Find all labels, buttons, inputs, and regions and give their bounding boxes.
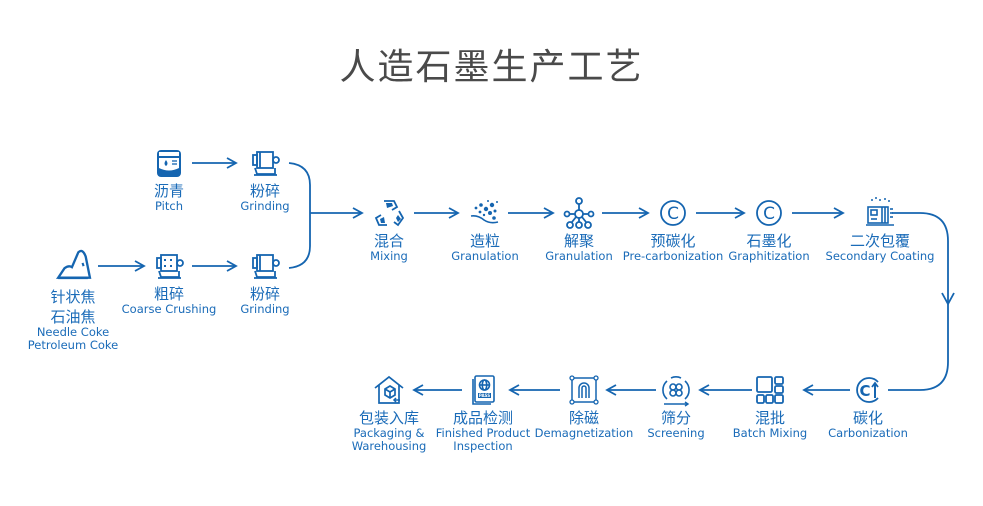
label-zh: 混批 bbox=[754, 409, 785, 427]
label-zh: 沥青 bbox=[153, 182, 184, 200]
grinder-icon bbox=[252, 254, 280, 279]
magnet-icon bbox=[569, 375, 599, 405]
svg-text:PASS: PASS bbox=[479, 393, 490, 398]
node-demagnetization: 除磁 Demagnetization bbox=[529, 373, 639, 440]
label-en: Grinding bbox=[240, 302, 290, 316]
label-zh: 解聚 bbox=[563, 232, 594, 250]
label-en: Warehousing bbox=[351, 439, 427, 453]
label-en: Needle Coke bbox=[36, 325, 110, 339]
label-zh: 除磁 bbox=[568, 409, 599, 427]
carbon-up-icon: C bbox=[856, 377, 879, 403]
label-en: Granulation bbox=[545, 249, 613, 263]
label-zh: 混合 bbox=[373, 232, 404, 250]
label-zh: 筛分 bbox=[660, 409, 691, 427]
label-zh: 石墨化 bbox=[746, 232, 792, 250]
label-zh: 二次包覆 bbox=[849, 232, 910, 250]
label-en: Carbonization bbox=[828, 426, 908, 440]
label-en: Mixing bbox=[370, 249, 408, 263]
label-en: Coarse Crushing bbox=[121, 302, 217, 316]
recycle-icon bbox=[374, 200, 405, 227]
label-en: Finished Product bbox=[435, 426, 531, 440]
node-needle-coke: 针状焦 石油焦 Needle Coke Petroleum Coke bbox=[18, 246, 128, 352]
label-zh: 石油焦 bbox=[50, 308, 96, 326]
svg-text:C: C bbox=[859, 382, 870, 400]
label-en: Grinding bbox=[240, 199, 290, 213]
label-zh: 碳化 bbox=[852, 409, 883, 427]
mountain-icon bbox=[56, 249, 92, 280]
label-zh: 粉碎 bbox=[249, 285, 280, 303]
label-zh: 成品检测 bbox=[452, 409, 513, 427]
node-grinding-bottom: 粉碎 Grinding bbox=[210, 249, 320, 316]
node-carbonization: C 碳化 Carbonization bbox=[813, 373, 923, 440]
node-graphitization: C 石墨化 Graphitization bbox=[714, 196, 824, 263]
arrow-down-head bbox=[941, 292, 955, 306]
coating-machine-icon bbox=[866, 197, 894, 226]
grinder-icon bbox=[252, 151, 280, 176]
label-en: Petroleum Coke bbox=[27, 338, 119, 352]
label-en: Pitch bbox=[155, 199, 183, 213]
node-inspection: PASS 成品检测 Finished Product Inspection bbox=[428, 373, 538, 453]
node-secondary-coating: 二次包覆 Secondary Coating bbox=[813, 196, 947, 263]
node-deagglomeration: 解聚 Granulation bbox=[524, 196, 634, 263]
sieve-icon bbox=[662, 376, 690, 407]
label-en: Pre-carbonization bbox=[622, 249, 724, 263]
label-zh: 造粒 bbox=[469, 232, 500, 250]
label-zh: 预碳化 bbox=[650, 232, 696, 250]
passport-icon: PASS bbox=[472, 375, 495, 405]
molecule-icon bbox=[563, 197, 595, 229]
node-batch-mixing: 混批 Batch Mixing bbox=[715, 373, 825, 440]
label-en: Batch Mixing bbox=[732, 426, 808, 440]
label-zh: 粗碎 bbox=[153, 285, 184, 303]
svg-text:C: C bbox=[667, 204, 679, 224]
node-grinding-top: 粉碎 Grinding bbox=[210, 146, 320, 213]
label-en: Demagnetization bbox=[534, 426, 634, 440]
carbon-icon: C bbox=[660, 200, 686, 226]
label-en: Secondary Coating bbox=[825, 249, 935, 263]
node-screening: 筛分 Screening bbox=[621, 373, 731, 440]
label-en: Packaging & bbox=[353, 426, 425, 440]
label-zh: 包装入库 bbox=[358, 409, 419, 427]
node-coarse-crushing: 粗碎 Coarse Crushing bbox=[114, 249, 224, 316]
particles-icon bbox=[470, 200, 499, 224]
connector-right-loop bbox=[888, 212, 949, 391]
label-en: Graphitization bbox=[728, 249, 810, 263]
bracket-merge bbox=[288, 162, 311, 269]
barrel-icon bbox=[157, 150, 181, 177]
node-pitch: 沥青 Pitch bbox=[114, 146, 224, 213]
label-en: Granulation bbox=[451, 249, 519, 263]
node-pre-carbonization: C 预碳化 Pre-carbonization bbox=[617, 196, 729, 263]
page-title: 人造石墨生产工艺 bbox=[339, 47, 644, 88]
label-zh: 粉碎 bbox=[249, 182, 280, 200]
node-mixing: 混合 Mixing bbox=[334, 196, 444, 263]
carbon-icon: C bbox=[756, 200, 782, 226]
crusher-icon bbox=[156, 254, 184, 279]
node-granulation: 造粒 Granulation bbox=[430, 196, 540, 263]
label-en: Screening bbox=[647, 426, 705, 440]
grid-blocks-icon bbox=[756, 376, 784, 404]
node-packaging: 包装入库 Packaging & Warehousing bbox=[334, 373, 444, 453]
label-zh: 针状焦 bbox=[50, 288, 96, 306]
label-en: Inspection bbox=[453, 439, 513, 453]
svg-text:C: C bbox=[763, 204, 775, 224]
warehouse-icon bbox=[374, 375, 404, 404]
